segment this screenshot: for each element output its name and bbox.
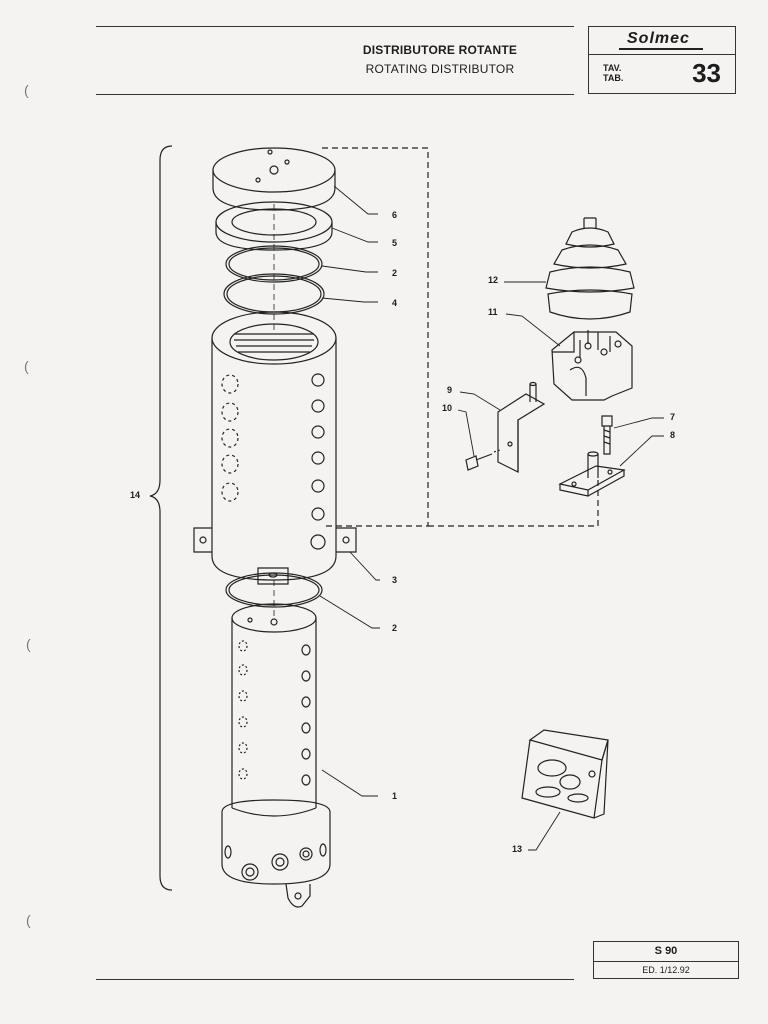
model-box: S 90 ED. 1/12.92 — [593, 941, 739, 979]
table-number-box: Solmec TAV. TAB. 33 — [588, 26, 736, 94]
model-code: S 90 — [594, 942, 738, 962]
callout-8: 8 — [670, 430, 676, 440]
margin-mark: ( — [26, 912, 31, 928]
part-1-shaft — [221, 603, 331, 908]
callout-2: 2 — [392, 268, 398, 278]
tab-label: TAB. — [603, 73, 624, 83]
page-title-italian: DISTRIBUTORE ROTANTE — [362, 43, 518, 57]
part-7-bolt — [601, 415, 613, 455]
brand-underline — [619, 48, 703, 50]
leader-lines — [319, 185, 664, 851]
callout-13: 13 — [512, 844, 523, 854]
tav-label: TAV. — [603, 63, 622, 73]
callout-4: 4 — [392, 298, 398, 308]
part-6-top-cap — [212, 147, 336, 211]
callout-9: 9 — [447, 385, 453, 395]
table-number: 33 — [692, 58, 721, 88]
upper-housing — [193, 311, 357, 581]
callout-6: 6 — [392, 210, 398, 220]
part-10-screw — [465, 449, 501, 471]
callout-11: 11 — [488, 307, 498, 317]
callout-12: 12 — [488, 275, 499, 285]
margin-mark: ( — [26, 636, 31, 652]
callout-1: 1 — [392, 791, 398, 801]
part-11-block — [551, 330, 633, 401]
callout-14: 14 — [130, 490, 141, 500]
callout-3: 3 — [392, 575, 398, 585]
part-13-seal-kit — [521, 729, 609, 819]
callout-10: 10 — [442, 403, 453, 413]
page-title-english: ROTATING DISTRIBUTOR — [365, 62, 515, 76]
margin-mark: ( — [24, 358, 29, 374]
callout-5: 5 — [392, 238, 398, 248]
brand-logo: Solmec — [627, 30, 690, 47]
part-9-bracket — [497, 381, 546, 473]
callout-7: 7 — [670, 412, 676, 422]
footer-rule — [96, 979, 574, 980]
margin-mark: ( — [24, 82, 29, 98]
header-top-rule — [96, 26, 574, 27]
callout-2: 2 — [392, 623, 398, 633]
header-bottom-rule — [96, 94, 574, 95]
part-12-boot — [545, 217, 635, 320]
assembly-brace — [149, 145, 173, 891]
brand-row: Solmec — [589, 27, 735, 55]
part-8-plate — [558, 451, 626, 497]
table-label: TAV. TAB. — [603, 63, 623, 83]
edition-date: ED. 1/12.92 — [642, 965, 690, 975]
dashed-frame — [322, 147, 599, 527]
